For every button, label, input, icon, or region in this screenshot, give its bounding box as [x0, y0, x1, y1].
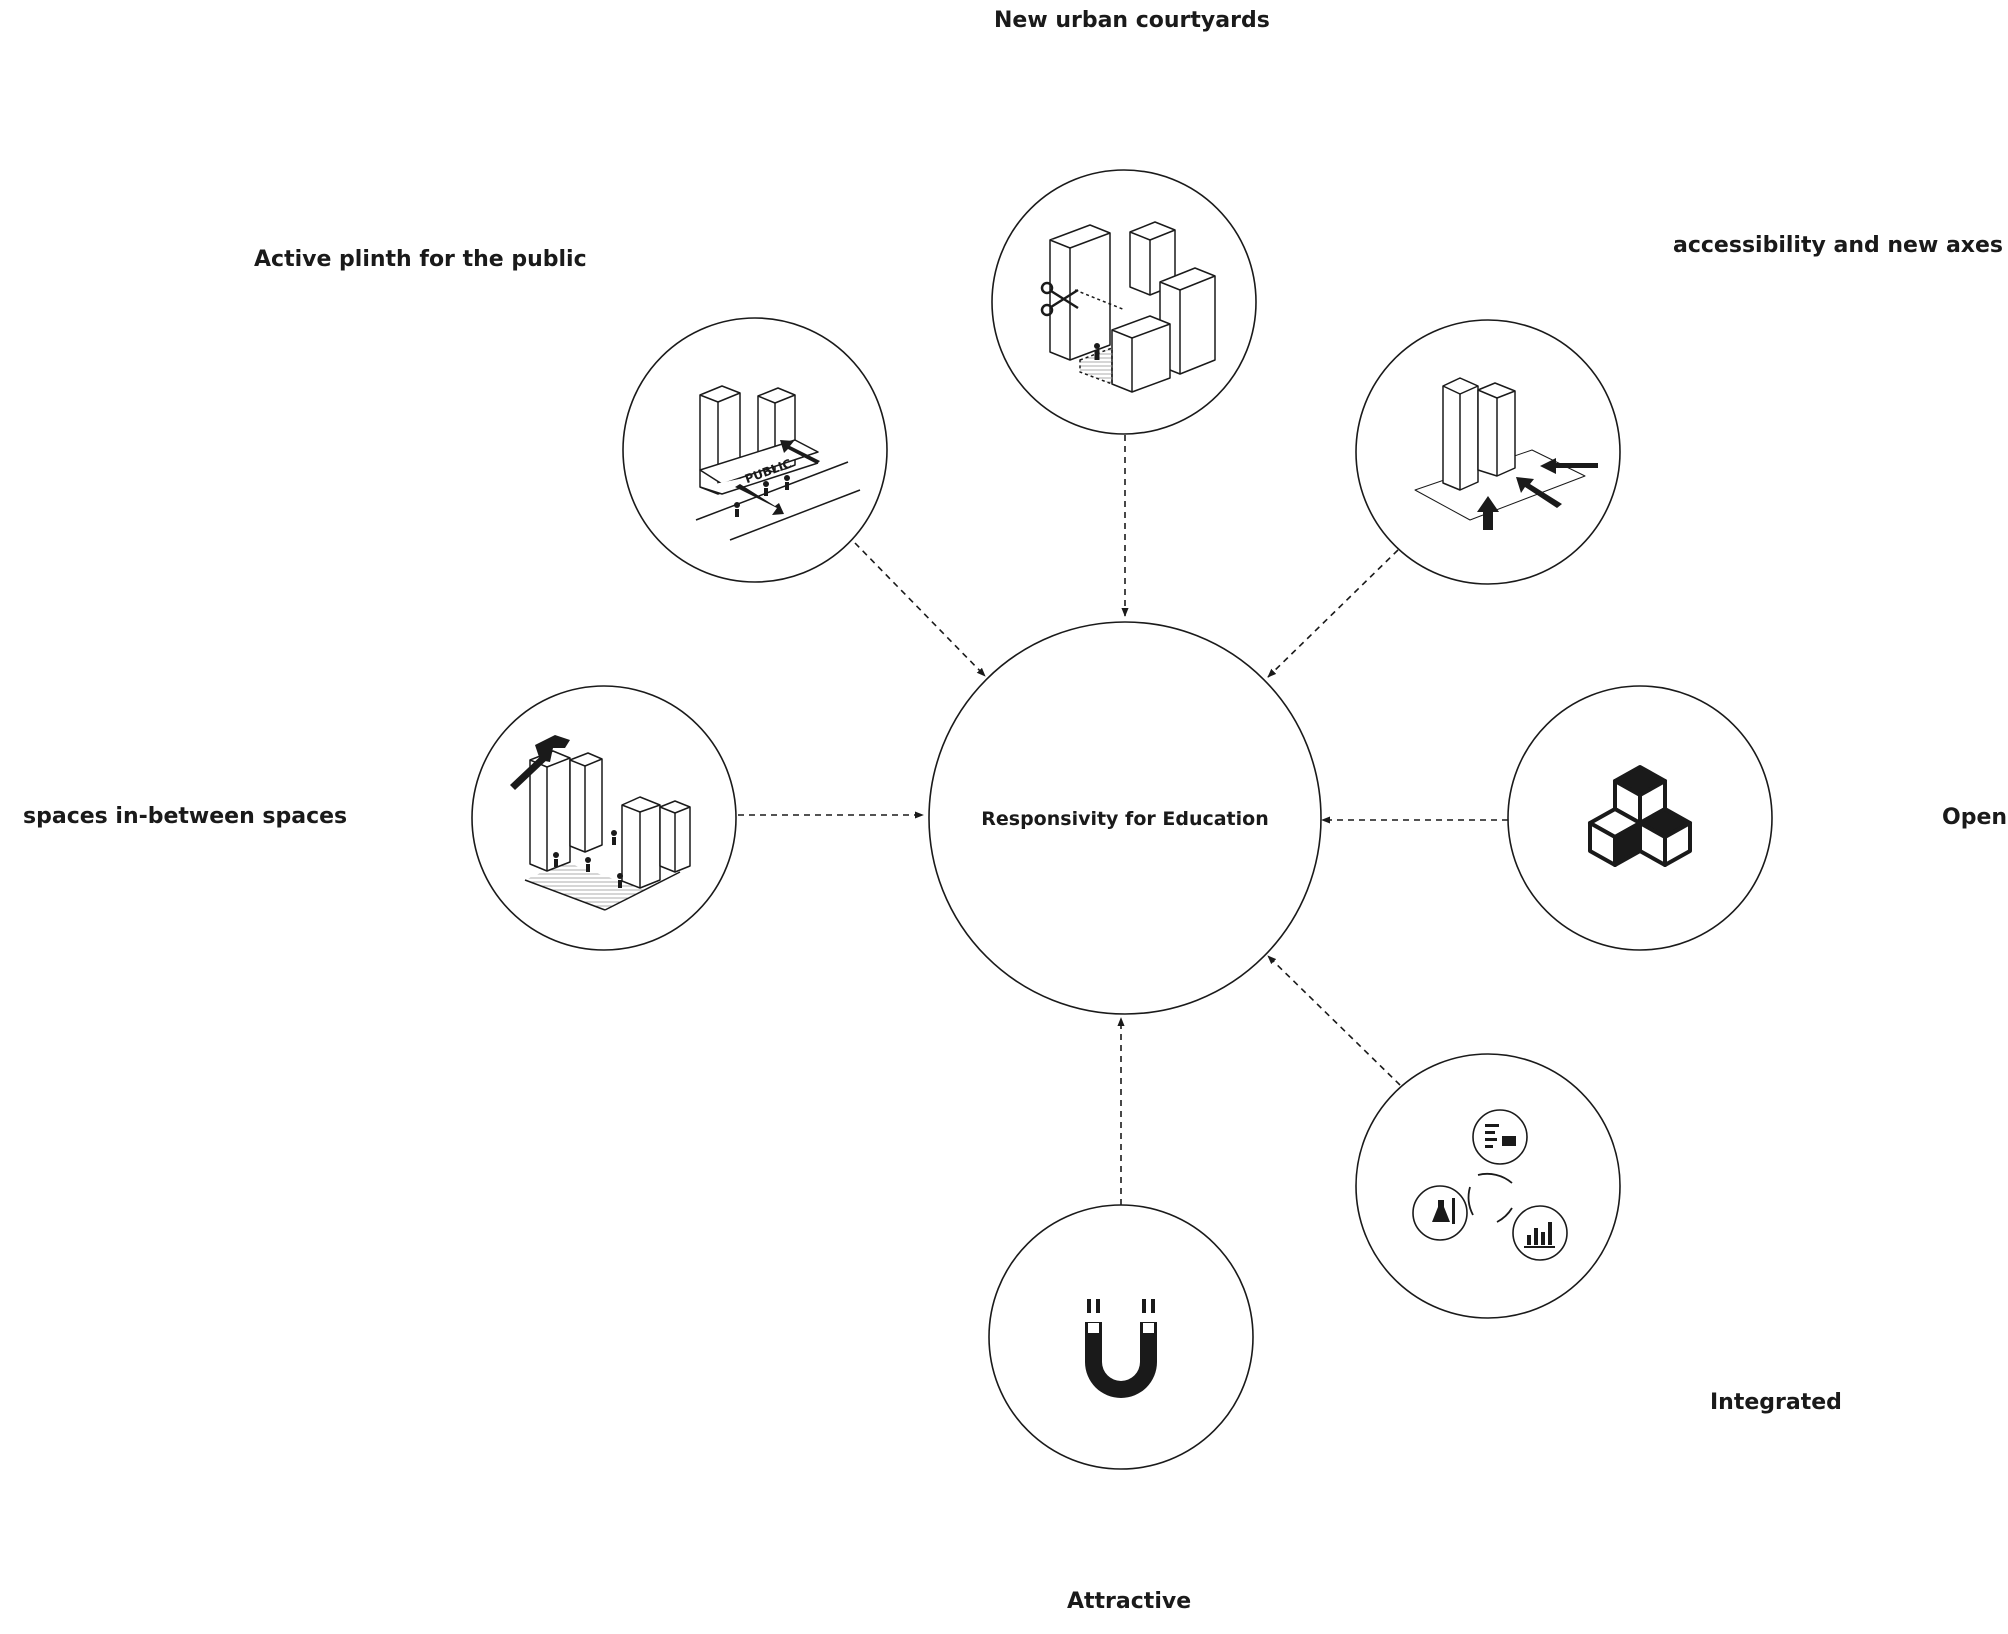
center-title: Responsivity for Education: [981, 808, 1268, 830]
cycle-icon: [1412, 1109, 1568, 1261]
hammer-buildings-icon: [510, 735, 691, 911]
label-accessibility-axes: accessibility and new axes: [1673, 233, 2003, 258]
scissors-building-icon: [1040, 221, 1216, 393]
arrow-integrated: [1267, 955, 1401, 1086]
node-attractive: [988, 1204, 1254, 1470]
node-courtyards: [991, 169, 1257, 435]
label-spaces-in-between: spaces in-between spaces: [23, 804, 348, 829]
node-plinth: [622, 317, 888, 583]
center-node: Responsivity for Education: [928, 621, 1322, 1015]
label-active-plinth: Active plinth for the public: [254, 247, 587, 272]
label-new-urban-courtyards: New urban courtyards: [994, 8, 1270, 33]
label-open: Open: [1942, 805, 2008, 830]
arrow-axes: [1267, 549, 1399, 678]
center-circle: [928, 621, 1322, 1015]
arrows: [738, 435, 1508, 1205]
node-axes: [1355, 319, 1621, 585]
node-inbetween: [471, 685, 737, 951]
magnet-icon: [1085, 1299, 1157, 1398]
node-open: [1507, 685, 1773, 951]
building-arrows-icon: [1414, 377, 1598, 530]
arrow-plinth: [854, 542, 986, 677]
public-plinth-icon: PUBLIC: [695, 385, 861, 541]
node-integrated: [1355, 1053, 1621, 1319]
cubes-icon: [1588, 765, 1692, 867]
label-attractive: Attractive: [1067, 1589, 1192, 1614]
label-integrated: Integrated: [1710, 1390, 1842, 1415]
